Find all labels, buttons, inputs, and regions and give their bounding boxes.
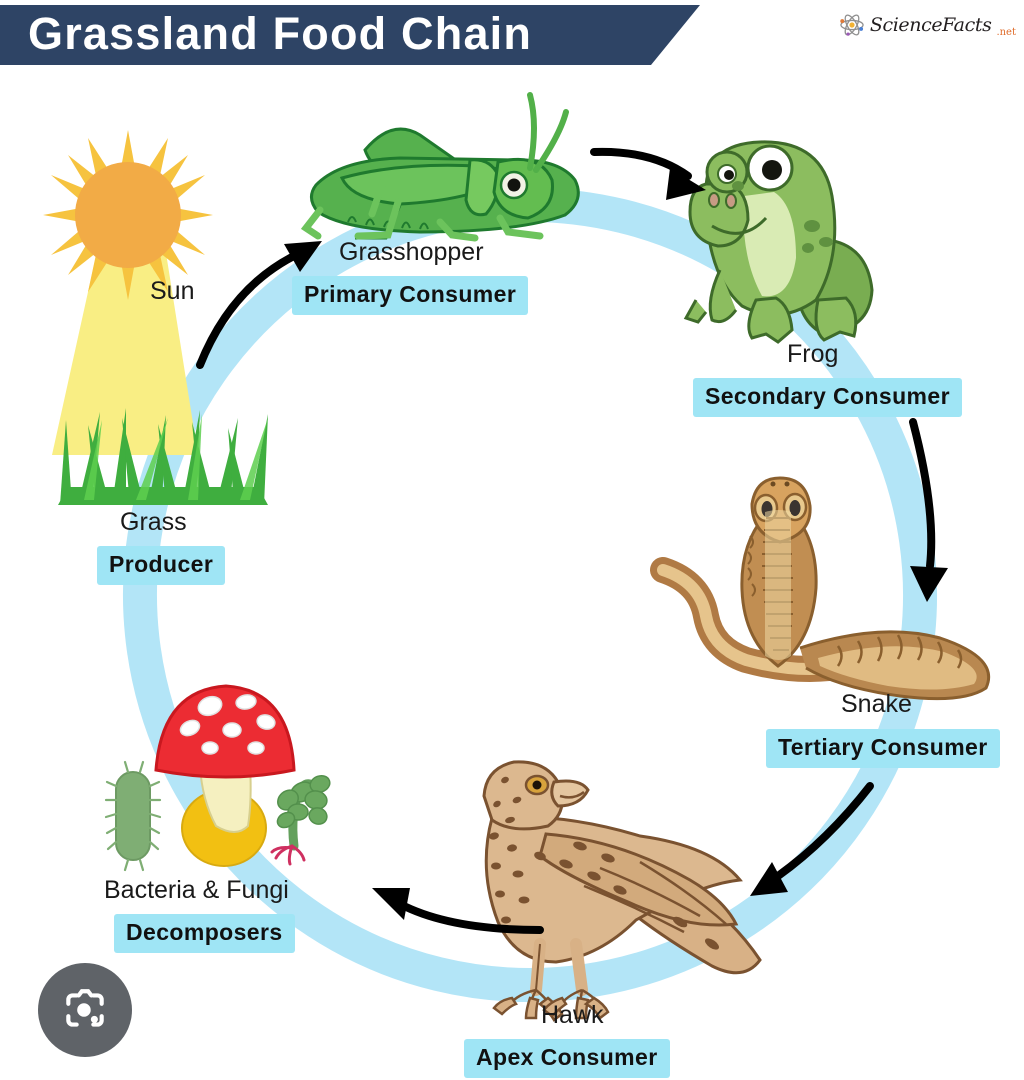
label-grasshopper: Grasshopper [339, 238, 484, 266]
badge-secondary-consumer: Secondary Consumer [693, 378, 962, 417]
fungus-icon [270, 774, 331, 866]
logo-tld: .net [996, 27, 1016, 38]
arrow-to-grasshopper [196, 241, 322, 369]
badge-tertiary-consumer: Tertiary Consumer [766, 729, 1000, 768]
bacteria-icon [104, 760, 162, 872]
title-banner [0, 5, 700, 65]
badge-primary-consumer: Primary Consumer [292, 276, 529, 315]
mushroom-bacteria-icon [104, 684, 331, 872]
atom-icon [840, 14, 864, 36]
arrow-to-snake [909, 418, 948, 602]
grass-icon [58, 408, 268, 505]
arrow-to-hawk [750, 782, 874, 896]
frog-icon [683, 140, 874, 344]
logo-wordmark: ScienceFacts [869, 14, 992, 36]
label-hawk: Hawk [541, 1001, 604, 1029]
snake-icon [650, 476, 991, 701]
sun-icon [43, 130, 213, 455]
flow-arrows [196, 147, 948, 934]
badge-producer: Producer [97, 546, 226, 585]
badge-decomposers: Decomposers [114, 914, 295, 953]
label-sun: Sun [150, 277, 195, 305]
label-frog: Frog [787, 340, 839, 368]
label-bacteria-fungi: Bacteria & Fungi [104, 876, 289, 904]
label-grass: Grass [120, 508, 187, 536]
label-snake: Snake [841, 690, 912, 718]
hawk-icon [482, 760, 762, 1022]
arrow-to-frog [590, 147, 706, 200]
site-logo: ScienceFacts .net [839, 8, 1016, 42]
badge-apex-consumer: Apex Consumer [464, 1039, 670, 1078]
lens-camera-icon [66, 989, 104, 1027]
page-title: Grassland Food Chain [28, 8, 533, 59]
grasshopper-icon [300, 92, 580, 242]
google-lens-button[interactable] [38, 963, 132, 1057]
arrow-to-decomposers [372, 888, 544, 934]
